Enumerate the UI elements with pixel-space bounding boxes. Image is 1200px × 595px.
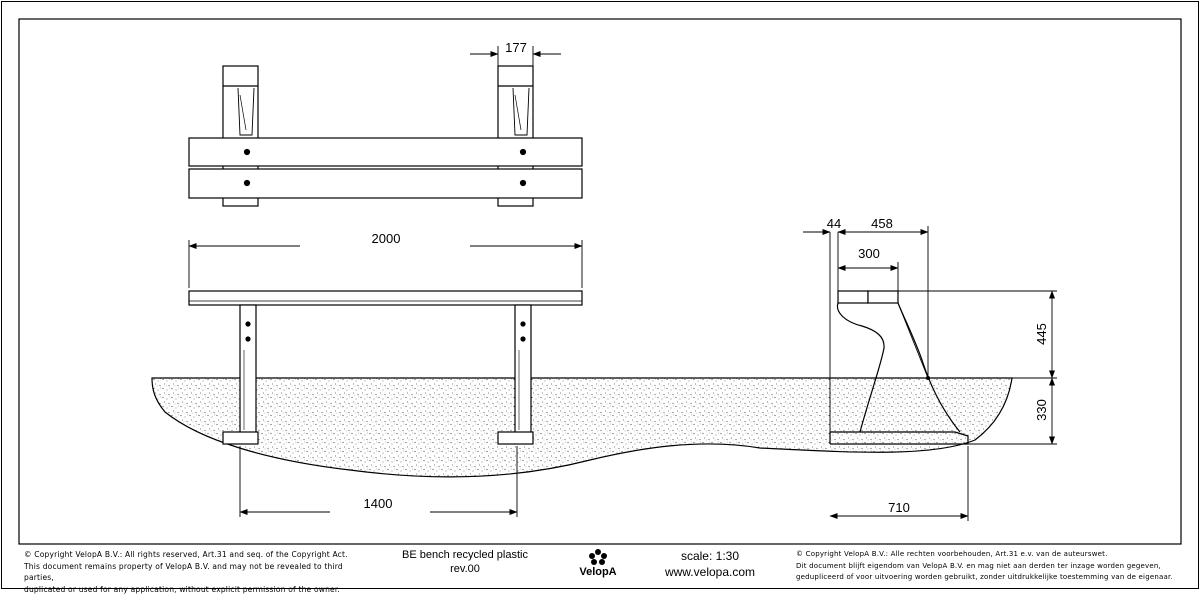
velopa-logo-text: VelopA: [574, 566, 622, 578]
dim-330-label: 330: [1034, 399, 1049, 421]
dim-445-label: 445: [1034, 323, 1049, 345]
top-view: [189, 66, 582, 206]
velopa-logo-mark: [589, 549, 607, 565]
copyright-nl-line-2: Dit document blijft eigendom van VelopA …: [796, 561, 1186, 573]
ground-section: [152, 378, 1012, 477]
dim-710-label: 710: [888, 500, 910, 515]
drawing-scale: scale: 1:30: [640, 548, 780, 564]
dim-458-label: 458: [871, 216, 893, 231]
copyright-dutch: © Copyright VelopA B.V.: Alle rechten vo…: [796, 549, 1186, 584]
title-block: BE bench recycled plastic rev.00: [380, 548, 550, 576]
copyright-nl-line-3: gedupliceerd of voor uitvoering worden g…: [796, 572, 1186, 584]
dim-44-label: 44: [827, 216, 841, 231]
drawing-title: BE bench recycled plastic: [380, 548, 550, 562]
drawing-revision: rev.00: [380, 562, 550, 576]
copyright-en-line-1: © Copyright VelopA B.V.: All rights rese…: [24, 549, 374, 561]
copyright-en-line-3: duplicated or used for any application, …: [24, 584, 374, 595]
copyright-nl-line-1: © Copyright VelopA B.V.: Alle rechten vo…: [796, 549, 1186, 561]
dim-300-label: 300: [858, 246, 880, 261]
dim-2000: [189, 240, 582, 288]
drawing-frame: [19, 19, 1181, 544]
dim-1400-label: 1400: [364, 496, 393, 511]
copyright-en-line-2: This document remains property of VelopA…: [24, 561, 374, 584]
side-pivot: [926, 376, 930, 380]
website-link[interactable]: www.velopa.com: [640, 564, 780, 580]
copyright-english: © Copyright VelopA B.V.: All rights rese…: [24, 549, 374, 595]
dim-300: [838, 262, 898, 291]
scale-block: scale: 1:30 www.velopa.com: [640, 548, 780, 580]
dim-177-label: 177: [505, 40, 527, 55]
dim-2000-label: 2000: [372, 231, 401, 246]
